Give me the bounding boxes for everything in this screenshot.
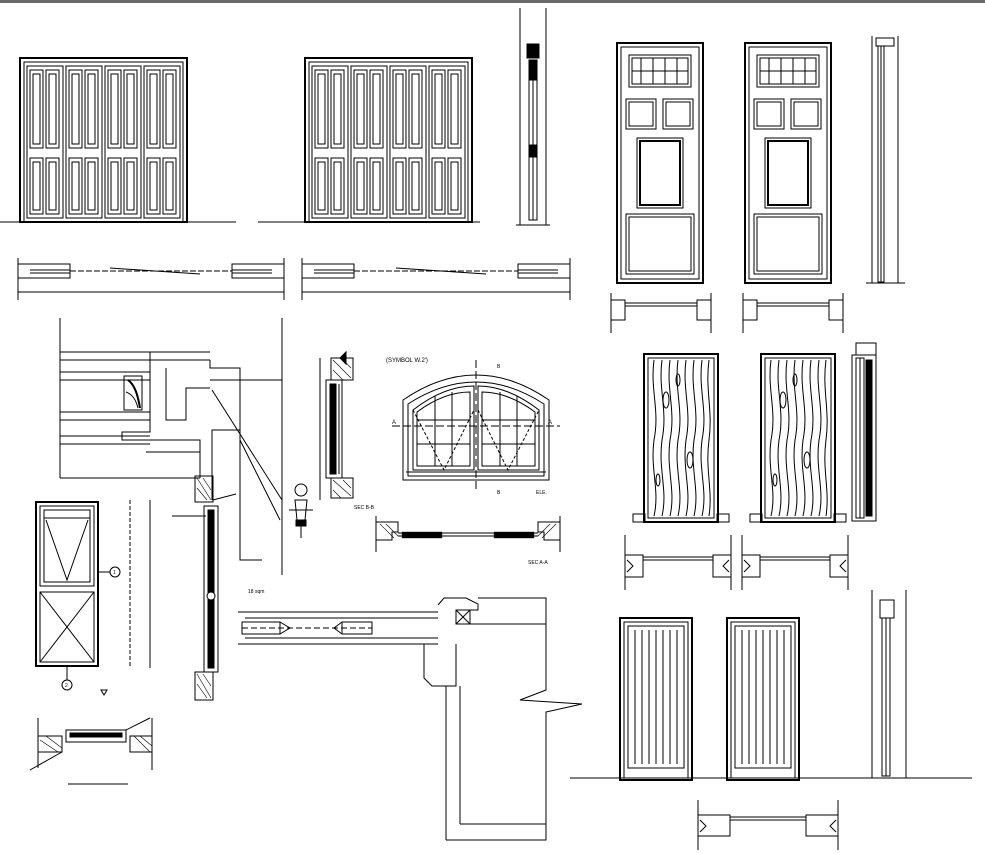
batten-door-elevation-2 [726, 617, 800, 781]
callout-2-label: 2 [65, 683, 68, 689]
folding-door-side-section [516, 8, 550, 226]
folding-door-plan-2 [301, 258, 571, 300]
door-vertical-section [172, 475, 237, 701]
frame-joint-detail [59, 318, 283, 561]
section-marker-b-bottom: B [497, 490, 501, 496]
folding-door-plan-1 [17, 258, 285, 300]
batten-door-side-section [871, 590, 907, 778]
callout-1-label: 1 [113, 570, 116, 576]
panel-door-plan-1 [610, 293, 712, 333]
sec-bb-label: SEC B-B [354, 505, 375, 511]
section-marker-a-right: A [548, 420, 552, 426]
folding-door-elevation-2 [258, 57, 480, 223]
glazed-door-plan [29, 717, 153, 785]
hinge-hardware-detail [281, 455, 313, 575]
folding-door-elevation-1 [0, 57, 236, 223]
window-symbol-label: (SYMBOL W.2') [386, 358, 428, 364]
batten-door-elevation-1 [619, 617, 693, 781]
window-section-bb [319, 350, 354, 500]
large-frame-detail [238, 597, 583, 841]
panel-door-side-section [866, 36, 905, 284]
panel-door-elevation-1 [616, 42, 704, 284]
panel-door-elevation-2 [744, 42, 832, 284]
batten-door-plan [697, 800, 839, 850]
wood-door-plan-2 [741, 535, 849, 590]
sec-aa-label: SEC A-A [528, 560, 548, 566]
wood-door-plan-1 [624, 535, 732, 590]
section-marker-a-left: A [392, 420, 396, 426]
wood-grain-door-elevation-1 [632, 353, 730, 523]
top-border [0, 0, 985, 3]
wood-grain-door-elevation-2 [749, 353, 847, 523]
elevation-label: ELE. [536, 490, 547, 496]
panel-door-plan-2 [742, 293, 844, 333]
wood-door-side-section [851, 342, 877, 522]
section-marker-b-top: B [497, 364, 501, 370]
window-section-aa [375, 516, 561, 552]
arched-window-elevation [392, 360, 560, 490]
glazed-door-elevation [35, 500, 151, 696]
handle-note-label: 18 sqm [248, 589, 264, 595]
